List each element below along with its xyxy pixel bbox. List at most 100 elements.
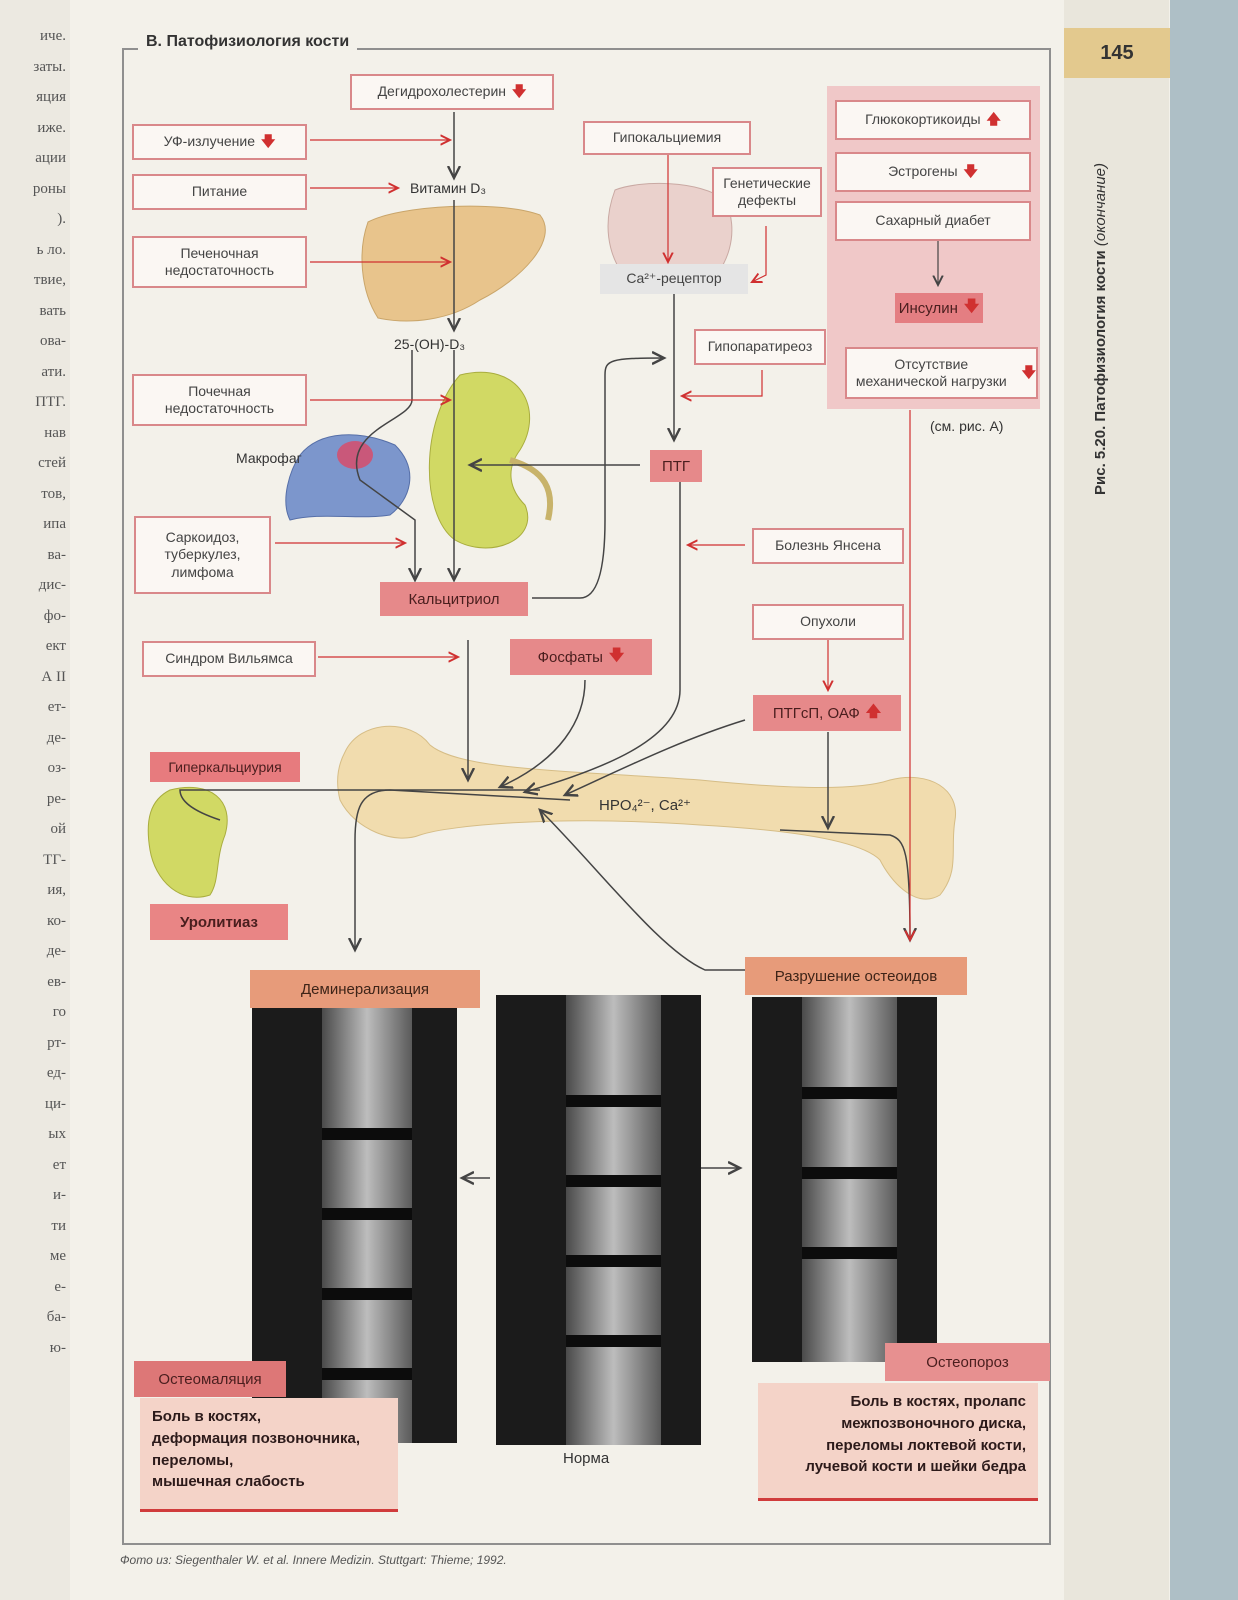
symptom-line: лучевой кости и шейки бедра	[805, 1458, 1026, 1476]
macrophage-label: Макрофаг	[236, 450, 302, 466]
hypoparathyroidism-box: Гипопаратиреоз	[694, 329, 826, 365]
decrease-arrow-icon: 🡇	[261, 133, 276, 150]
nutrition-box: Питание	[132, 174, 307, 210]
margin-text-fragment: ко-	[46, 912, 66, 929]
margin-text-fragment: е-	[54, 1278, 66, 1295]
estrogens-box: Эстрогены 🡇	[835, 152, 1031, 192]
margin-text-fragment: дис-	[38, 577, 66, 593]
margin-text-fragment: ).	[57, 211, 66, 227]
symptom-line: межпозвоночного диска,	[841, 1414, 1026, 1432]
jansen-disease-box: Болезнь Янсена	[752, 528, 904, 564]
margin-text-fragment: вать	[39, 302, 66, 319]
margin-text-fragment: иче.	[40, 28, 66, 44]
decrease-arrow-icon: 🡇	[1021, 364, 1036, 381]
margin-text-fragment: иже.	[37, 119, 66, 136]
margin-text-fragment: и-	[52, 1187, 66, 1203]
xray-osteomalacia	[252, 1008, 457, 1443]
ca-receptor-box: Ca²⁺-рецептор	[600, 264, 748, 294]
renal-failure-box: Почечная недостаточность	[132, 374, 307, 426]
decrease-arrow-icon: 🡇	[963, 297, 980, 315]
bone-illustration	[337, 725, 957, 900]
margin-text-fragment: ва-	[47, 546, 66, 563]
margin-text-fragment: го	[52, 1004, 66, 1020]
margin-text-fragment: стей	[38, 455, 66, 471]
tumors-box: Опухоли	[752, 604, 904, 640]
margin-text-fragment: ации	[35, 150, 66, 166]
margin-text-fragment: ед-	[46, 1065, 66, 1081]
margin-text-fragment: роны	[32, 180, 66, 197]
pthrp-label: ПТГсП, ОАФ	[772, 704, 860, 722]
pth-box: ПТГ	[650, 450, 702, 482]
phosphates-label: Фосфаты	[537, 648, 603, 666]
page-side-tab	[1064, 0, 1169, 1600]
vitamin-d3-label: Витамин D₃	[410, 180, 487, 196]
margin-text-fragment: ект	[45, 638, 66, 654]
urolithiasis-box: Уролитиаз	[150, 904, 288, 940]
calcitriol-box: Кальцитриол	[380, 582, 528, 616]
diabetes-box: Сахарный диабет	[835, 201, 1031, 241]
margin-text-fragment: заты.	[33, 58, 66, 75]
hypercalciuria-box: Гиперкальциурия	[150, 752, 300, 782]
demineralization-box: Деминерализация	[250, 970, 480, 1008]
glucocorticoids-label: Глюкокортикоиды	[865, 111, 981, 128]
phosphates-box: Фосфаты 🡇	[510, 639, 652, 675]
decrease-arrow-icon: 🡇	[512, 83, 527, 100]
liver-failure-box: Печеночная недостаточность	[132, 236, 307, 288]
margin-text-fragment: ипа	[43, 516, 66, 532]
section-title: В. Патофизиология кости	[138, 33, 358, 51]
macrophage-illustration	[285, 434, 411, 521]
osteoporosis-label: Остеопороз	[885, 1343, 1050, 1381]
margin-text-fragment: А II	[41, 668, 66, 685]
margin-text-fragment: ь ло.	[36, 241, 66, 258]
insulin-label: Инсулин	[898, 299, 958, 317]
symptom-line: деформация позвоночника,	[152, 1429, 361, 1447]
margin-text-fragment: ой	[50, 821, 66, 837]
margin-text-fragment: оз-	[47, 760, 66, 776]
oh-d3-label: 25-(OH)-D₃	[394, 336, 466, 352]
margin-text-fragment: яция	[36, 89, 66, 105]
symptom-line: Боль в костях, пролапс	[850, 1393, 1026, 1410]
glucocorticoids-box: Глюкокортикоиды 🡅	[835, 100, 1031, 140]
genetic-defects-box: Генетические дефекты	[712, 167, 822, 217]
margin-text-fragment: ре-	[46, 790, 66, 807]
osteoporosis-symptoms: Боль в костях, пролапс межпозвоночного д…	[758, 1383, 1038, 1501]
osteomalacia-label: Остеомаляция	[134, 1361, 286, 1397]
see-figure-note: (см. рис. А)	[930, 418, 1004, 434]
symptom-line: переломы,	[152, 1451, 234, 1469]
margin-text-fragment: ПТГ.	[35, 394, 66, 410]
pthrp-box: ПТГсП, ОАФ 🡅	[753, 695, 901, 731]
margin-text-fragment: ия,	[47, 882, 66, 898]
margin-text-fragment: ев-	[47, 973, 66, 990]
margin-text-fragment: фо-	[43, 607, 66, 624]
margin-text-fragment: ати.	[41, 363, 66, 380]
dehydrocholesterol-label: Дегидрохолестерин	[377, 83, 507, 100]
hpo4-ca-label: HPO₄²⁻, Ca²⁺	[599, 797, 691, 814]
decrease-arrow-icon: 🡇	[608, 646, 625, 664]
osteoid-destruction-box: Разрушение остеоидов	[745, 957, 967, 995]
margin-text-fragment: ю-	[49, 1339, 66, 1356]
xray-osteoporosis	[752, 997, 937, 1362]
dehydrocholesterol-box: Дегидрохолестерин 🡇	[350, 74, 554, 110]
williams-syndrome-box: Синдром Вильямса	[142, 641, 316, 677]
margin-text-fragment: де-	[46, 943, 66, 959]
symptom-line: мышечная слабость	[152, 1473, 305, 1491]
xray-normal	[496, 995, 701, 1445]
page-number: 145	[1064, 28, 1170, 78]
uv-label: УФ-излучение	[163, 133, 255, 150]
margin-text-fragment: рт-	[47, 1034, 66, 1051]
increase-arrow-icon: 🡅	[865, 702, 882, 720]
margin-text-fragment: ова-	[39, 333, 66, 349]
symptom-line: Боль в костях,	[152, 1408, 262, 1425]
estrogens-label: Эстрогены	[888, 163, 958, 180]
margin-text-fragment: ТГ-	[43, 851, 66, 868]
thyroid-illustration	[607, 183, 733, 291]
margin-text-fragment: ет-	[47, 699, 66, 715]
margin-text-fragment: ти	[51, 1217, 66, 1234]
background-fabric	[1170, 0, 1238, 1600]
mechanical-load-box: Отсутствие механической нагрузки🡇	[845, 347, 1038, 399]
margin-text-fragment: твие,	[33, 272, 66, 288]
sarcoidosis-box: Саркоидоз, туберкулез, лимфома	[134, 516, 271, 594]
increase-arrow-icon: 🡅	[986, 111, 1001, 128]
decrease-arrow-icon: 🡇	[963, 163, 978, 180]
